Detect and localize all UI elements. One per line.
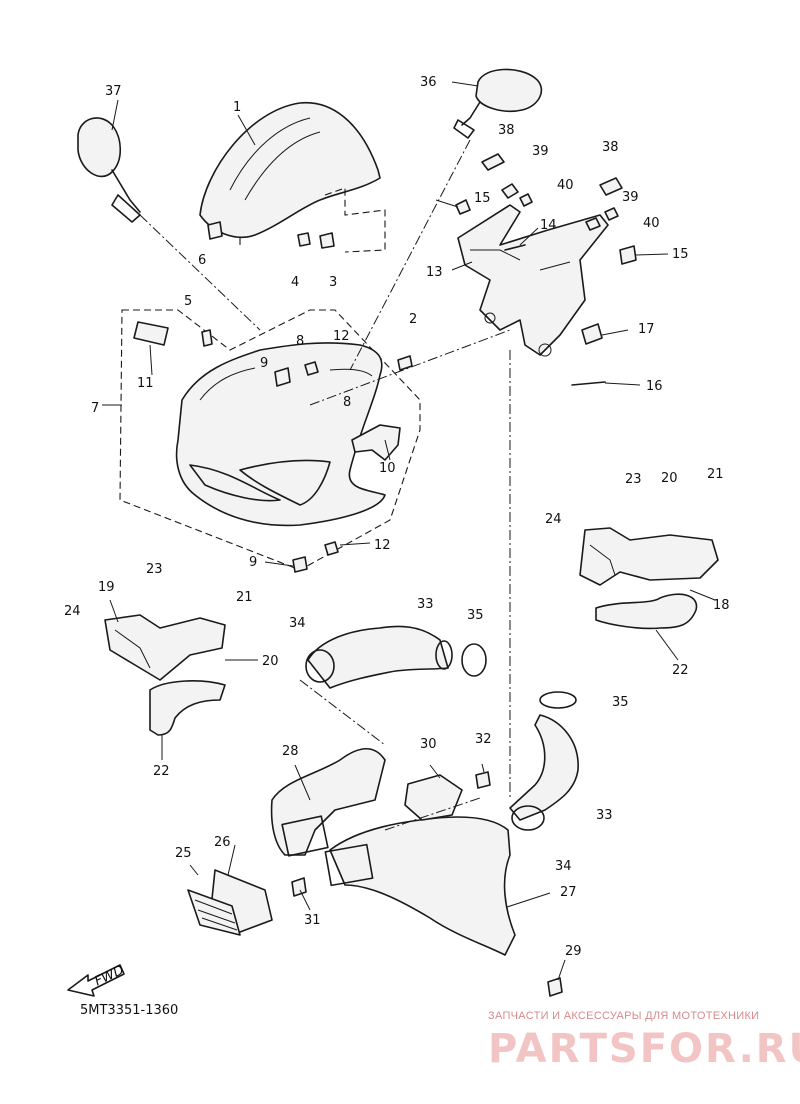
- intake-duct-left-part: [270, 747, 386, 857]
- callout-16: 16: [646, 379, 663, 394]
- callout-17: 17: [638, 322, 655, 337]
- callout-26: 26: [214, 835, 231, 850]
- callout-32: 32: [475, 732, 492, 747]
- callout-36: 36: [420, 75, 437, 90]
- air-duct-right-part: [579, 527, 719, 586]
- callout-35-a: 35: [467, 608, 484, 623]
- air-duct-left-part: [104, 614, 226, 681]
- callout-23-a: 23: [625, 472, 642, 487]
- fwd-label: FWD: [93, 963, 127, 989]
- callout-39-b: 39: [622, 190, 639, 205]
- windscreen-part: [199, 101, 381, 239]
- callout-25: 25: [175, 846, 192, 861]
- callout-13: 13: [426, 265, 443, 280]
- cowling-assembly-outline: [119, 309, 421, 571]
- callout-8-a: 8: [296, 334, 304, 349]
- joint-bolt-part: [475, 771, 491, 789]
- callout-29: 29: [565, 944, 582, 959]
- callout-7: 7: [91, 401, 99, 416]
- callout-14: 14: [540, 218, 557, 233]
- callout-33-b: 33: [596, 808, 613, 823]
- callout-21-b: 21: [236, 590, 253, 605]
- callout-34-b: 34: [555, 859, 572, 874]
- callout-9-a: 9: [260, 356, 268, 371]
- intake-joint-part: [404, 774, 463, 821]
- windscreen-mount-outline: [239, 187, 386, 253]
- callout-40-b: 40: [643, 216, 660, 231]
- duct-seal-left-part: [149, 680, 226, 736]
- connection-lines: [139, 139, 511, 831]
- callout-37: 37: [105, 84, 122, 99]
- callout-22-b: 22: [153, 764, 170, 779]
- callout-22-a: 22: [672, 663, 689, 678]
- callout-24-b: 24: [64, 604, 81, 619]
- callout-12-a: 12: [333, 329, 350, 344]
- callout-4: 4: [291, 275, 299, 290]
- callout-10: 10: [379, 461, 396, 476]
- callout-12-b: 12: [374, 538, 391, 553]
- callout-34-a: 34: [289, 616, 306, 631]
- duct-seal-right-part: [595, 593, 698, 630]
- callout-30: 30: [420, 737, 437, 752]
- callout-33-a: 33: [417, 597, 434, 612]
- callout-19: 19: [98, 580, 115, 595]
- mirror-left-part: [77, 117, 141, 223]
- callout-15-a: 15: [474, 191, 491, 206]
- callout-3: 3: [329, 275, 337, 290]
- callout-21-a: 21: [707, 467, 724, 482]
- upper-cowling-part: [175, 342, 386, 527]
- callout-20-b: 20: [262, 654, 279, 669]
- intake-duct-right-part: [324, 816, 516, 956]
- duct-bolt-part: [547, 977, 563, 997]
- callout-27: 27: [560, 885, 577, 900]
- callout-35-b: 35: [612, 695, 629, 710]
- watermark-logo: PARTSFOR.RU: [488, 1026, 800, 1072]
- callout-1: 1: [233, 100, 241, 115]
- part-code-label: 5MT3351-1360: [80, 1003, 179, 1018]
- callout-9-b: 9: [249, 555, 257, 570]
- callout-38-a: 38: [498, 123, 515, 138]
- mirror-right-part: [453, 68, 543, 139]
- callout-15-b: 15: [672, 247, 689, 262]
- callout-18: 18: [713, 598, 730, 613]
- forward-direction-arrow-icon: FWD: [67, 963, 127, 997]
- callout-31: 31: [304, 913, 321, 928]
- callout-24-a: 24: [545, 512, 562, 527]
- hardware-upper-right: [455, 153, 637, 386]
- callout-39-a: 39: [532, 144, 549, 159]
- intake-damper-part: [291, 877, 307, 897]
- intake-hose-upper-part: [305, 625, 487, 689]
- callout-labels: 1 2 3 4 5 6 7 8 8 9 9 10 11 12 12 13 14 …: [64, 75, 730, 959]
- callout-20-a: 20: [661, 471, 678, 486]
- callout-23-b: 23: [146, 562, 163, 577]
- leader-lines: [102, 81, 716, 981]
- callout-38-b: 38: [602, 140, 619, 155]
- callout-8-b: 8: [343, 395, 351, 410]
- callout-11: 11: [137, 376, 154, 391]
- callout-6: 6: [198, 253, 206, 268]
- watermark-tagline: ЗАПЧАСТИ И АКСЕССУАРЫ ДЛЯ МОТОТЕХНИКИ: [488, 1010, 760, 1022]
- hardware-upper-left: [133, 221, 413, 573]
- callout-40-a: 40: [557, 178, 574, 193]
- callout-2: 2: [409, 312, 417, 327]
- cowling-stay-part: [457, 204, 609, 357]
- callout-5: 5: [184, 294, 192, 309]
- intake-grill-part: [187, 869, 273, 936]
- intake-hose-lower-part: [509, 691, 579, 831]
- callout-28: 28: [282, 744, 299, 759]
